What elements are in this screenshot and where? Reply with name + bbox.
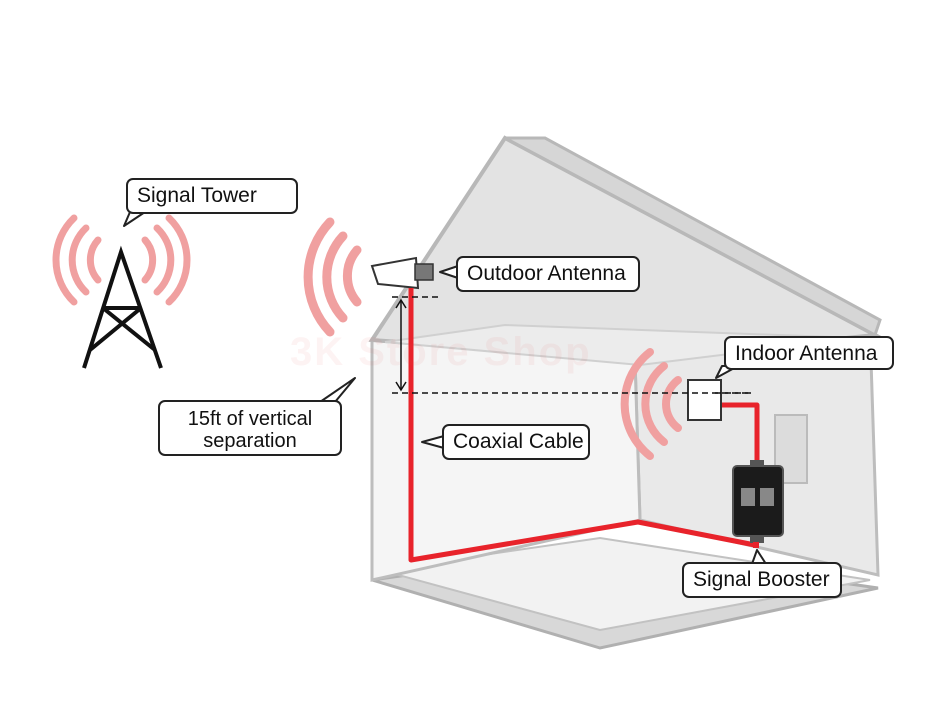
signal-tower bbox=[82, 245, 163, 369]
watermark: 3K Store Shop bbox=[290, 330, 592, 374]
callout-pointers bbox=[123, 211, 767, 565]
booster-body bbox=[732, 465, 784, 537]
outdoor-antenna bbox=[370, 256, 434, 300]
tower-wave-right-2 bbox=[153, 224, 175, 296]
house-floor-top bbox=[379, 536, 871, 632]
tower-wave-right-1 bbox=[141, 236, 157, 284]
label-coaxial-cable: Coaxial Cable bbox=[442, 424, 590, 460]
booster-screen-right bbox=[760, 488, 774, 506]
tower-brace-3 bbox=[88, 306, 143, 352]
separation-line-2: separation bbox=[203, 430, 297, 452]
tower-signal-waves bbox=[52, 214, 191, 306]
separation-line-1: 15ft of vertical bbox=[187, 408, 313, 430]
tower-frame bbox=[82, 245, 163, 369]
vertical-separation-indicator bbox=[392, 296, 752, 394]
coaxial-cable bbox=[408, 290, 760, 563]
separation-arrow-head-top bbox=[395, 298, 407, 309]
outdoor-wave-3 bbox=[303, 217, 335, 337]
outdoor-wave-1 bbox=[342, 245, 362, 307]
booster-cable-port bbox=[753, 542, 759, 548]
label-vertical-separation: 15ft of vertical separation bbox=[158, 400, 342, 456]
pointer-separation bbox=[319, 377, 356, 403]
tower-brace-2 bbox=[101, 306, 157, 352]
indoor-wave-2 bbox=[641, 362, 668, 446]
indoor-antenna bbox=[687, 379, 722, 421]
signal-booster bbox=[732, 460, 784, 548]
indoor-wave-1 bbox=[662, 376, 682, 432]
indoor-antenna-waves bbox=[620, 348, 682, 460]
separation-arrow-head-bottom bbox=[395, 381, 407, 392]
label-signal-booster: Signal Booster bbox=[682, 562, 842, 598]
cable-booster-to-indoor bbox=[720, 402, 760, 466]
tower-wave-left-3 bbox=[52, 214, 78, 306]
label-indoor-antenna: Indoor Antenna bbox=[724, 336, 894, 370]
tower-wave-left-2 bbox=[68, 224, 90, 296]
indoor-wave-3 bbox=[620, 348, 654, 460]
booster-bottom-connector bbox=[750, 535, 764, 543]
label-outdoor-antenna: Outdoor Antenna bbox=[456, 256, 640, 292]
booster-top-connector bbox=[750, 460, 764, 468]
tower-wave-left-1 bbox=[86, 236, 102, 284]
outdoor-antenna-body bbox=[370, 256, 420, 290]
tower-wave-right-3 bbox=[165, 214, 191, 306]
cable-outdoor-to-booster bbox=[408, 290, 756, 563]
outdoor-antenna-waves bbox=[303, 217, 362, 337]
booster-screen-left bbox=[741, 488, 755, 506]
house-roof-gable bbox=[368, 135, 882, 363]
outdoor-antenna-mount bbox=[414, 263, 434, 281]
label-signal-tower: Signal Tower bbox=[126, 178, 298, 214]
house-roof-edge bbox=[504, 136, 882, 338]
outdoor-wave-2 bbox=[322, 231, 348, 323]
indoor-antenna-body bbox=[687, 379, 722, 421]
pointer-signal-tower bbox=[123, 211, 146, 227]
